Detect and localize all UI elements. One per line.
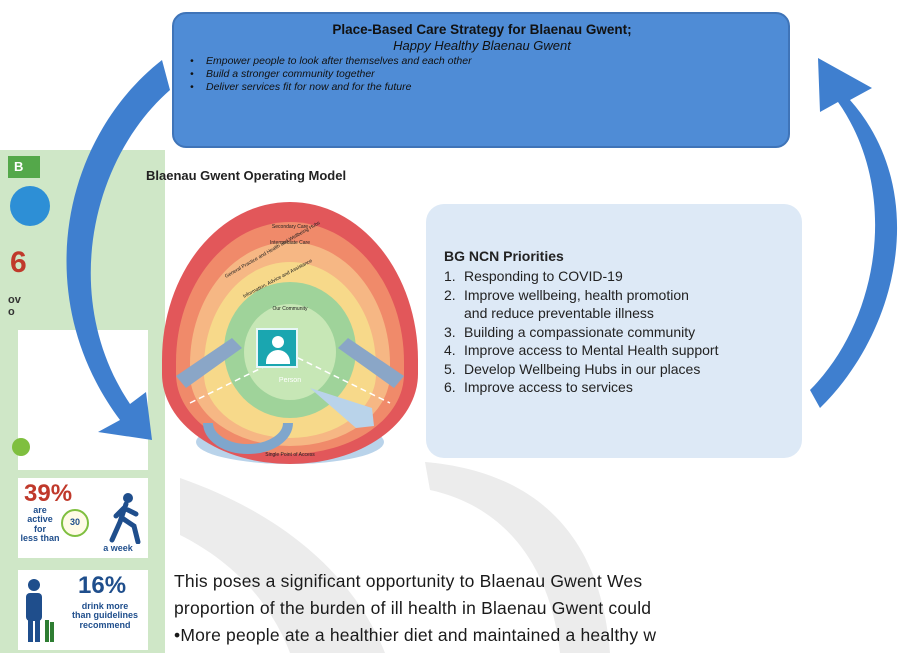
strategy-title: Place-Based Care Strategy for Blaenau Gw… [332, 22, 632, 37]
centre-label: Person [279, 377, 301, 384]
ring-label-secondary: Secondary Care [272, 224, 308, 230]
left-connector-band [176, 338, 242, 388]
activity-stat-card: 39% are active for less than 30 a week [18, 478, 148, 558]
person-bottles-icon [26, 579, 54, 642]
infographic-big-number: 6 [10, 246, 27, 279]
ring-label-community: Our Community [272, 306, 308, 312]
alcohol-stat-text: drink more than guidelines recommend [71, 601, 138, 630]
stopwatch-icon: 30 [61, 509, 89, 537]
operating-model-diagram: Secondary Care Intermediate Care General… [160, 198, 420, 466]
right-cycle-arrow [810, 58, 898, 408]
strategy-bullets: Empower people to look after themselves … [188, 55, 776, 94]
alcohol-stat-value: 16% [78, 572, 127, 599]
person-icon [256, 328, 298, 368]
priority-item: 1.Responding to COVID-19 [444, 268, 623, 284]
priority-item-continuation: and reduce preventable illness [464, 305, 654, 321]
alcohol-stat-card: 16% drink more than guidelines recommend [18, 570, 148, 650]
ring-label-intermediate: Intermediate Care [270, 240, 310, 246]
left-cycle-arrow [66, 60, 170, 440]
priority-item: 5.Develop Wellbeing Hubs in our places [444, 360, 701, 377]
activity-stat-tail: a week [103, 543, 133, 553]
strategy-subtitle: Happy Healthy Blaenau Gwent [393, 38, 571, 53]
operating-model-heading: Blaenau Gwent Operating Model [146, 168, 347, 183]
activity-stat-text: are active for less than [20, 505, 60, 544]
priority-item: 4.Improve access to Mental Health suppor… [444, 342, 719, 358]
strategy-box: Place-Based Care Strategy for Blaenau Gw… [172, 12, 790, 148]
body-paragraph: This poses a significant opportunity to … [174, 568, 922, 649]
priority-item: 2.Improve wellbeing, health promotion [444, 286, 689, 303]
base-label: Single Point of Access [265, 452, 315, 458]
apple-icon [12, 438, 30, 456]
walking-person-icon [109, 493, 141, 544]
paragraph-line: proportion of the burden of ill health i… [174, 598, 652, 618]
priorities-list: 1.Responding to COVID-19 2.Improve wellb… [444, 267, 802, 397]
strategy-bullet: Build a stronger community together [188, 68, 776, 81]
priority-item: 3.Building a compassionate community [444, 323, 696, 340]
priority-item: 6.Improve access to services [444, 379, 633, 395]
infographic-circle-icon [10, 186, 50, 226]
priorities-heading: BG NCN Priorities [444, 248, 564, 264]
ncn-priorities-box: BG NCN Priorities 1.Responding to COVID-… [426, 204, 802, 458]
infographic-header: B [8, 156, 40, 178]
paragraph-line: •More people ate a healthier diet and ma… [174, 625, 657, 645]
right-connector-band [338, 338, 404, 388]
strategy-bullet: Empower people to look after themselves … [188, 55, 776, 68]
paragraph-line: This poses a significant opportunity to … [174, 571, 643, 591]
activity-stat-value: 39% [24, 480, 73, 507]
strategy-bullet: Deliver services fit for now and for the… [188, 81, 776, 94]
